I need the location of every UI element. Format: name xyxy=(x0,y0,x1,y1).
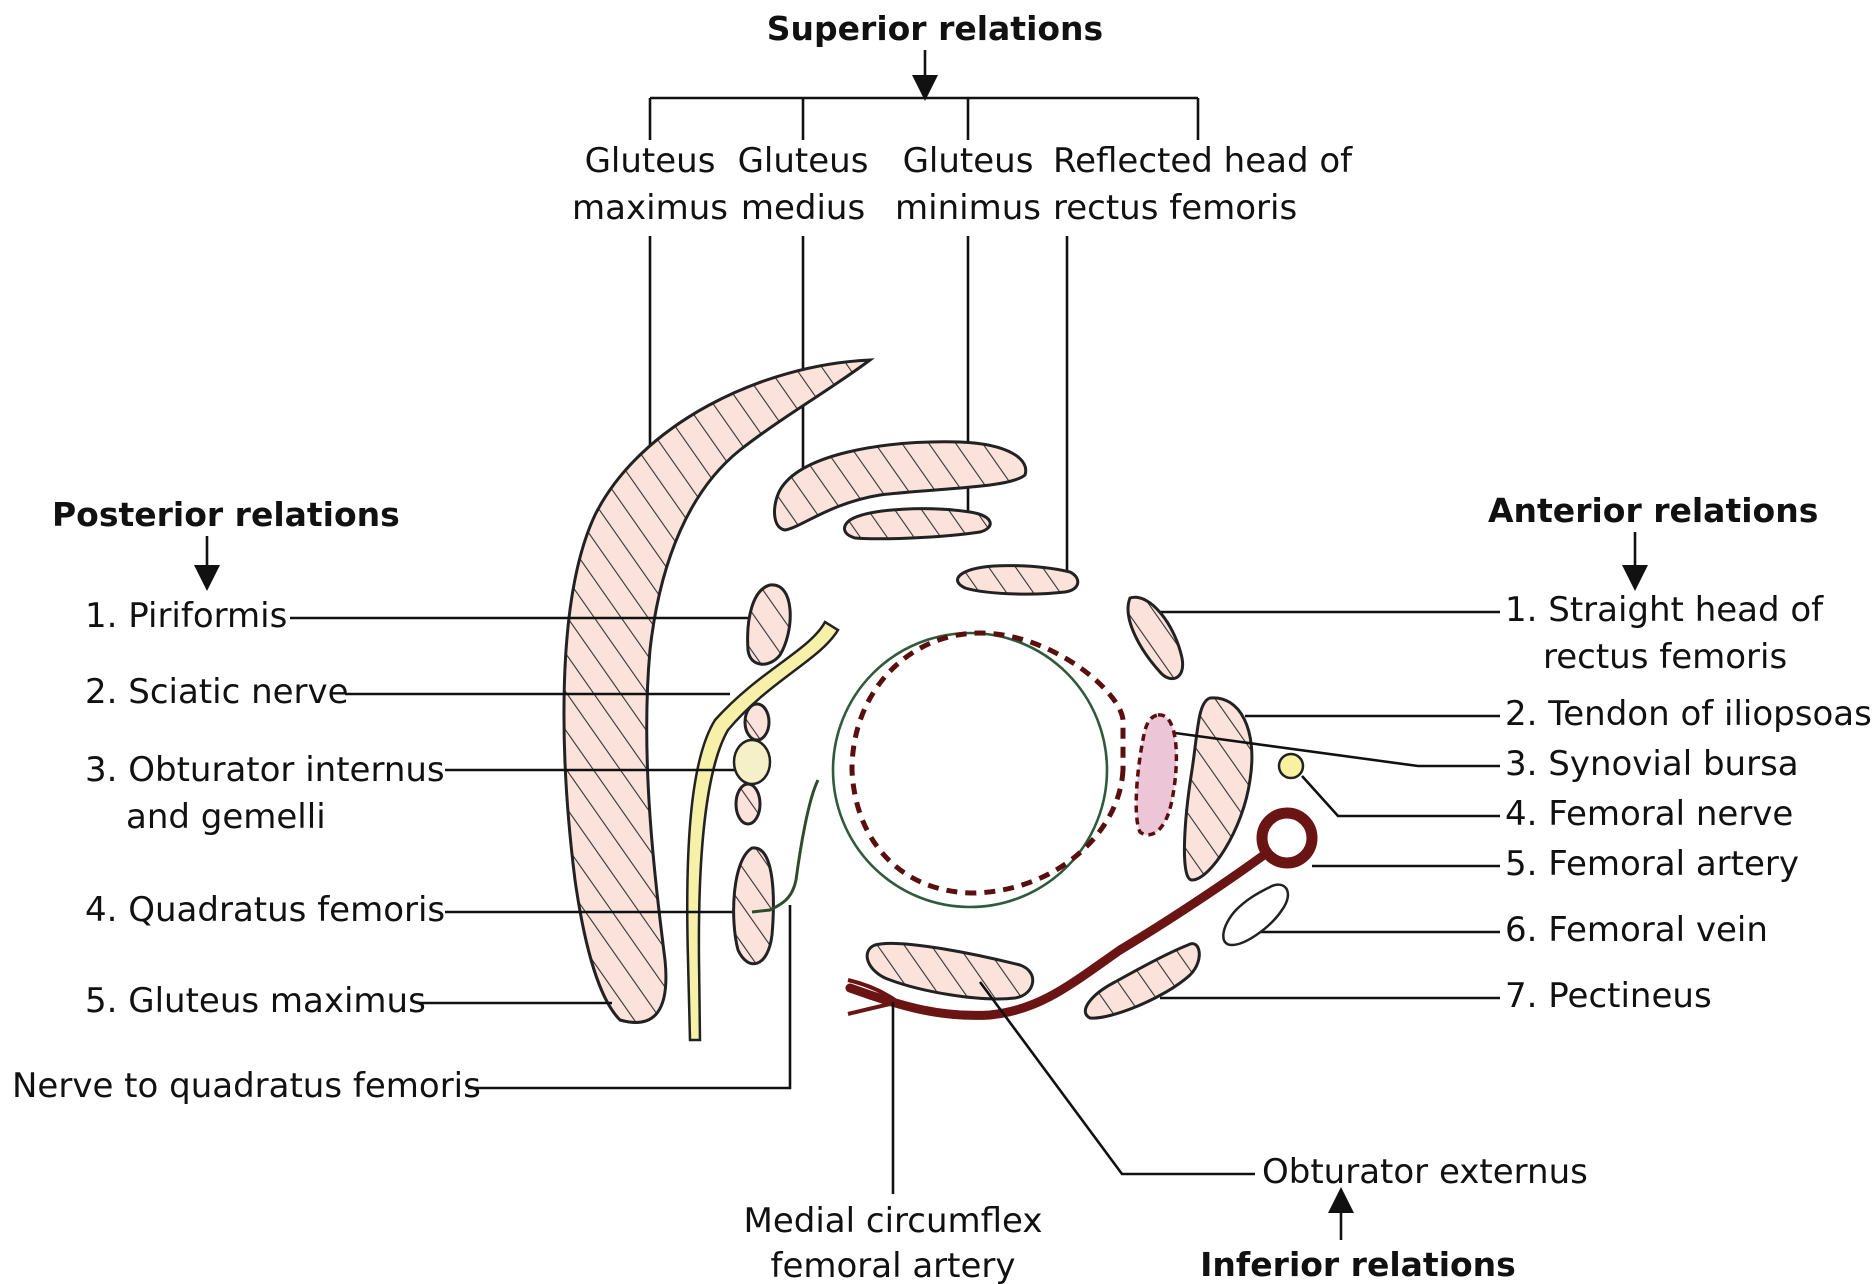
label-sciatic-nerve: 2. Sciatic nerve xyxy=(85,672,349,712)
label-obturator-internus-1: 3. Obturator internus xyxy=(85,750,445,790)
label-piriformis: 1. Piriformis xyxy=(85,596,287,636)
label-pectineus: 7. Pectineus xyxy=(1505,976,1712,1016)
synovial-bursa-shape xyxy=(1136,715,1176,835)
label-straight-head-2: rectus femoris xyxy=(1543,637,1787,677)
reflected-head-shape xyxy=(958,566,1078,595)
straight-head-shape xyxy=(1128,597,1183,678)
label-medial-circumflex-1: Medial circumflex xyxy=(744,1201,1043,1241)
quadratus-femoris-shape xyxy=(734,848,774,964)
label-straight-head-1: 1. Straight head of xyxy=(1505,590,1824,630)
label-obturator-internus-2: and gemelli xyxy=(126,797,326,837)
femoral-head-outline xyxy=(852,633,1123,893)
label-tendon-iliopsoas: 2. Tendon of iliopsoas xyxy=(1505,694,1872,734)
piriformis-shape xyxy=(748,585,791,664)
anterior-relations-heading: Anterior relations xyxy=(1488,491,1818,530)
gluteus-minimus-shape xyxy=(845,509,991,539)
iliopsoas-tendon-shape xyxy=(1184,698,1251,880)
label-medial-circumflex-2: femoral artery xyxy=(770,1246,1015,1284)
label-femoral-nerve: 4. Femoral nerve xyxy=(1505,794,1793,834)
femoral-artery-shape xyxy=(1262,813,1312,863)
label-gluteus-minimus-1: Gluteus xyxy=(903,141,1034,181)
label-reflected-head-2: rectus femoris xyxy=(1053,188,1297,228)
obturator-externus-shape xyxy=(867,943,1033,999)
label-gluteus-maximus-post: 5. Gluteus maximus xyxy=(85,981,426,1021)
medial-circumflex-branch-2 xyxy=(848,1003,895,1014)
femoral-vein-shape xyxy=(1223,885,1288,945)
label-gluteus-maximus-sup-2: maximus xyxy=(572,188,728,228)
posterior-relations-heading: Posterior relations xyxy=(52,495,400,534)
femoral-nerve-shape xyxy=(1279,754,1303,778)
label-obturator-externus: Obturator externus xyxy=(1262,1152,1588,1192)
label-gluteus-medius-2: medius xyxy=(741,188,865,228)
superior-relations-heading: Superior relations xyxy=(767,9,1103,48)
obturator-internus-gemelli-shape xyxy=(734,704,770,824)
label-synovial-bursa: 3. Synovial bursa xyxy=(1505,744,1799,784)
inferior-relations-heading: Inferior relations xyxy=(1200,1245,1516,1284)
label-nerve-to-quadratus: Nerve to quadratus femoris xyxy=(12,1066,481,1106)
label-reflected-head-1: Reflected head of xyxy=(1053,141,1353,181)
label-gluteus-maximus-sup-1: Gluteus xyxy=(585,141,716,181)
label-quadratus-femoris: 4. Quadratus femoris xyxy=(85,890,445,930)
pectineus-shape xyxy=(1085,944,1199,1018)
label-femoral-artery: 5. Femoral artery xyxy=(1505,844,1799,884)
label-femoral-vein: 6. Femoral vein xyxy=(1505,910,1768,950)
superior-bracket xyxy=(650,50,1198,140)
label-gluteus-minimus-2: minimus xyxy=(895,188,1041,228)
label-gluteus-medius-1: Gluteus xyxy=(738,141,869,181)
sciatic-nerve-shape xyxy=(687,622,838,1040)
leader-femoral-nerve xyxy=(1302,776,1500,816)
